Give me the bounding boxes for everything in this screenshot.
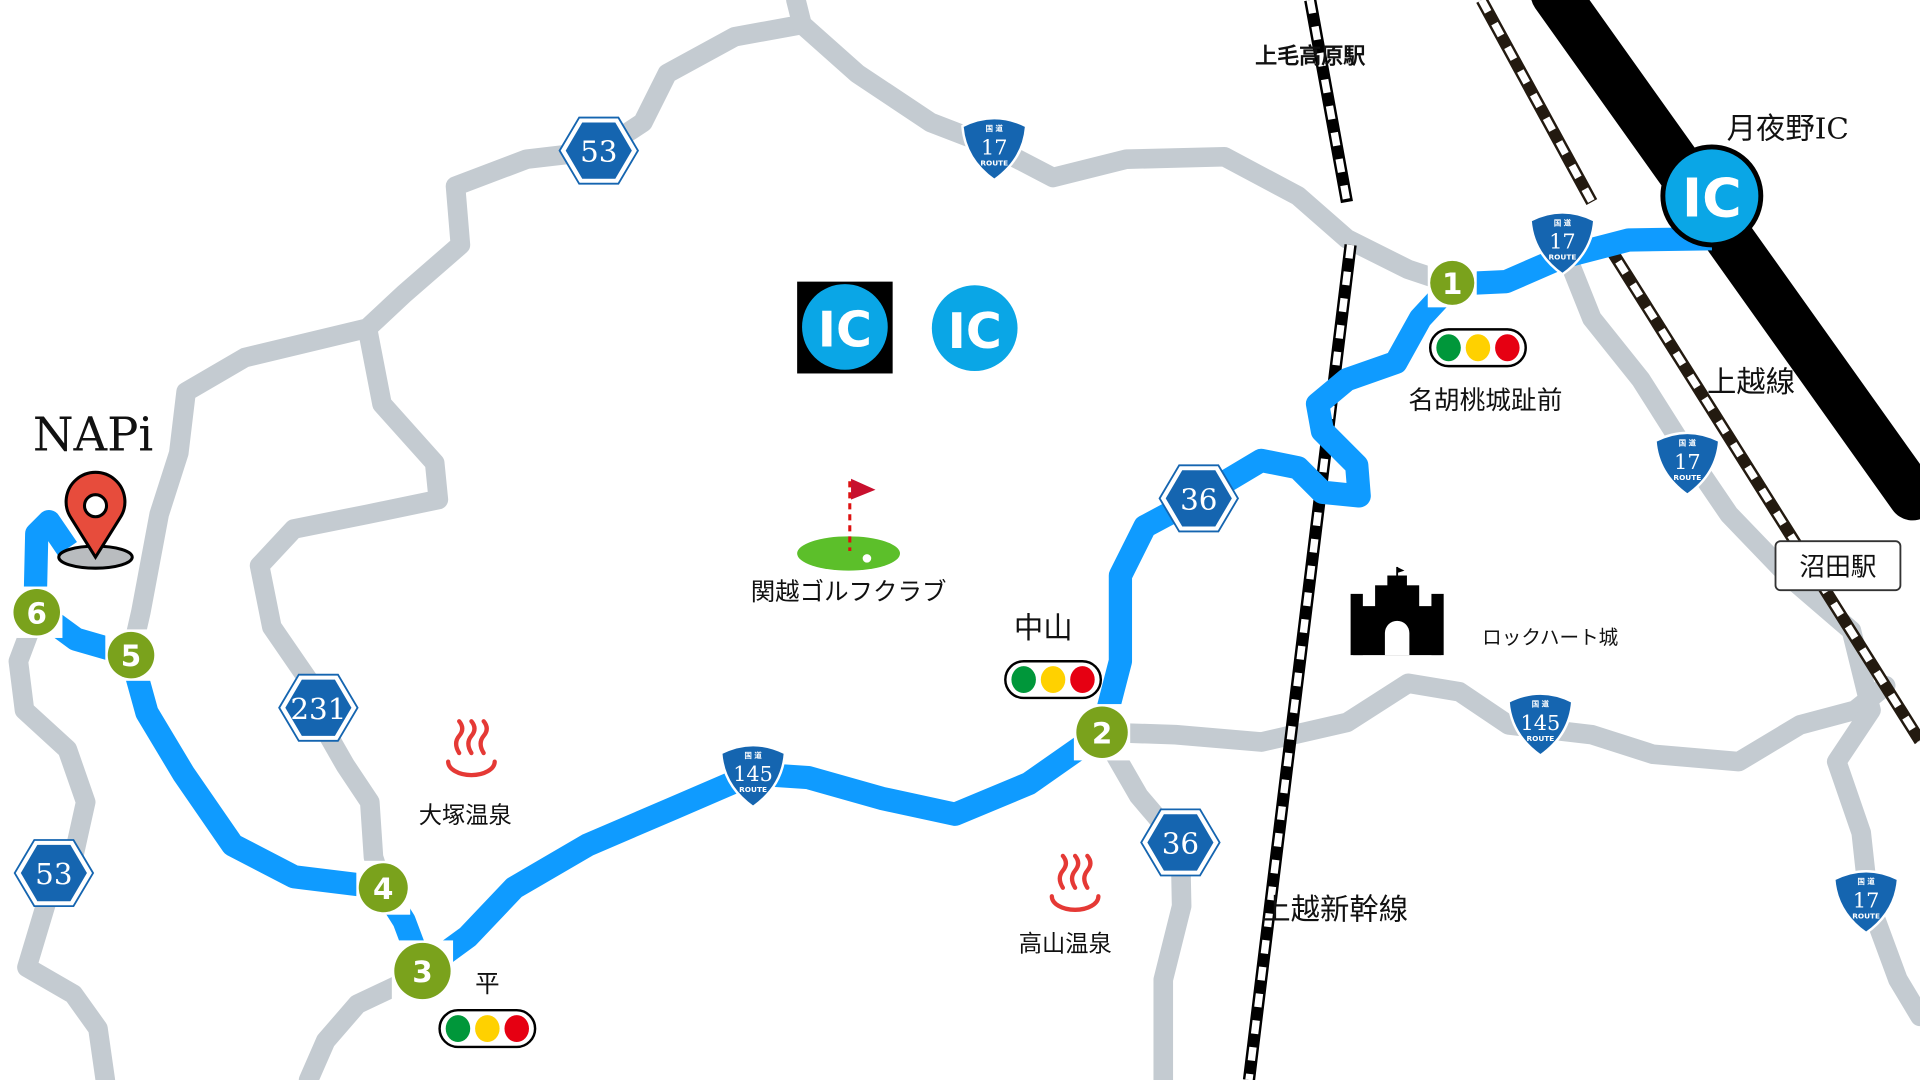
waypoint-number: 2 [1092, 716, 1112, 750]
shield-top-text: 国 道 [744, 751, 762, 760]
route-number: 145 [733, 762, 773, 786]
shield-bottom-text: ROUTE [980, 158, 1008, 167]
rail-joetsu-line [1476, 0, 1920, 745]
road-17-north [792, 14, 1463, 294]
ic-icon-text: IC [818, 302, 872, 359]
shield-bottom-text: ROUTE [739, 785, 767, 794]
route-number: 53 [580, 135, 617, 169]
waypoint-number: 5 [121, 639, 141, 673]
shield-top-text: 国 道 [986, 124, 1004, 133]
driving-route [23, 227, 1713, 982]
numata-station-label: 沼田駅 [1799, 553, 1876, 583]
ic-icon-black-bg: IC [797, 281, 893, 374]
shield-bottom-text: ROUTE [1673, 473, 1701, 482]
lockheart-castle-label: ロックハート城 [1482, 626, 1618, 649]
waypoint-marker[interactable]: 2 [1073, 704, 1131, 761]
shield-top-text: 国 道 [1858, 877, 1876, 886]
ic-icon: IC [931, 285, 1018, 372]
waypoint-marker[interactable]: 4 [356, 860, 411, 915]
route-shield-hex: 36 [1140, 808, 1221, 877]
road-south [298, 963, 433, 1080]
shield-bottom-text: ROUTE [1852, 911, 1880, 920]
shield-bottom-text: ROUTE [1549, 253, 1577, 262]
waypoint-number: 4 [373, 872, 393, 906]
traffic-light-icon [1004, 660, 1103, 700]
nagurumi-castle-label: 名胡桃城趾前 [1408, 386, 1562, 416]
route-number: 145 [1521, 711, 1561, 735]
route-number: 17 [1674, 450, 1700, 474]
castle-icon [1350, 566, 1444, 656]
road-53-north [121, 0, 812, 665]
tsukiyono-ic-label: 月夜野IC [1727, 111, 1849, 145]
numata-station-box[interactable]: 沼田駅 [1774, 540, 1902, 592]
waypoint-marker[interactable]: 3 [391, 940, 454, 1002]
road-231 [249, 318, 449, 898]
route-number: 17 [1853, 888, 1879, 912]
shield-top-text: 国 道 [1554, 218, 1572, 227]
onsen-icon [1049, 853, 1101, 912]
joetsu-shinkansen-label: 上越新幹線 [1261, 893, 1408, 927]
route-number: 36 [1180, 482, 1217, 516]
taira-label: 平 [475, 969, 499, 998]
route-number: 17 [1549, 230, 1575, 254]
onsen-icon [446, 719, 497, 778]
takayama-onsen-label: 高山温泉 [1019, 930, 1112, 957]
ic-icon-text: IC [1682, 167, 1742, 230]
road-145-east [1092, 673, 1896, 772]
golf-club-label: 関越ゴルフクラブ [751, 577, 947, 606]
waypoint-marker[interactable]: 5 [105, 629, 157, 681]
waypoint-marker[interactable]: 1 [1427, 258, 1477, 308]
shield-top-text: 国 道 [1532, 700, 1550, 709]
road-36-south [1092, 722, 1192, 1080]
nakayama-label: 中山 [1014, 611, 1073, 645]
waypoint-marker[interactable]: 6 [11, 586, 63, 638]
waypoint-number: 3 [412, 955, 432, 989]
golf-icon [797, 478, 900, 571]
route-number: 17 [981, 135, 1007, 159]
route-shield-hex: 53 [13, 839, 95, 908]
route-shield-hex: 53 [558, 116, 640, 185]
route-number: 231 [290, 692, 346, 726]
route-shield-hex: 36 [1158, 464, 1240, 533]
kamimoku-kogen-station-label: 上毛高原駅 [1255, 44, 1366, 70]
expressway-kanetsu [1531, 0, 1920, 521]
joetsu-line-label: 上越線 [1707, 365, 1795, 399]
roads [8, 0, 1920, 1080]
waypoint-number: 1 [1442, 267, 1462, 301]
traffic-light-icon [1428, 328, 1527, 368]
waypoint-number: 6 [27, 596, 47, 630]
route-number: 36 [1162, 826, 1199, 860]
route-number: 53 [35, 857, 72, 891]
ic-icon-text: IC [948, 303, 1002, 360]
tsukiyono-ic-icon[interactable]: IC [1660, 144, 1764, 248]
shield-bottom-text: ROUTE [1526, 734, 1554, 743]
map-pin-icon[interactable] [57, 470, 134, 570]
shield-top-text: 国 道 [1679, 439, 1697, 448]
route-shield-hex: 231 [278, 673, 359, 742]
otsuka-onsen-label: 大塚温泉 [419, 802, 512, 829]
traffic-light-icon [438, 1008, 537, 1049]
napi-label: NAPi [33, 408, 153, 462]
